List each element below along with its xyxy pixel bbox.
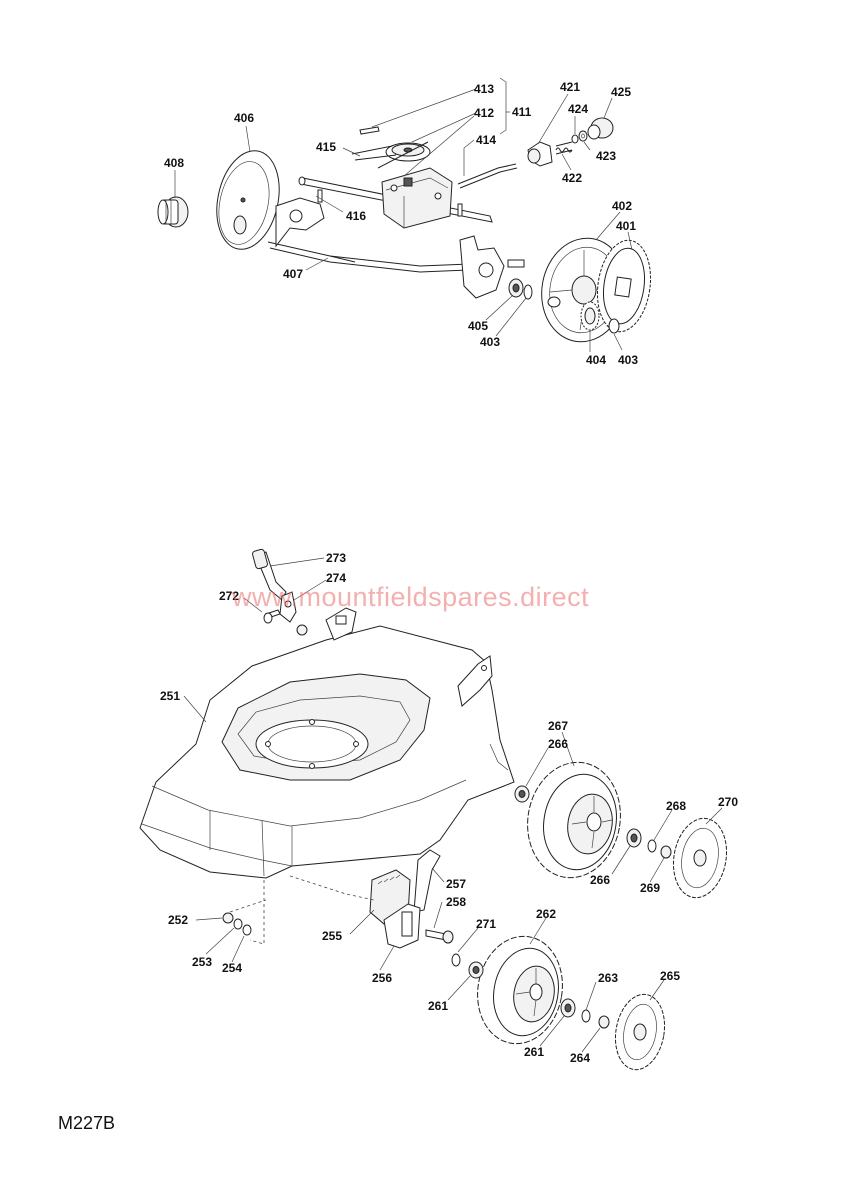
part-262-front-wheel [477, 935, 563, 1045]
label-262: 262 [536, 907, 556, 921]
part-257-adjuster-lever [413, 849, 441, 913]
part-251-mower-deck [139, 607, 515, 879]
part-403-lower-washer [608, 318, 620, 334]
label-273: 273 [326, 551, 346, 565]
part-423-washer [578, 130, 588, 142]
label-407: 407 [283, 267, 303, 281]
label-261-b: 261 [524, 1045, 544, 1059]
lower-dashed-guides [229, 875, 375, 945]
label-404: 404 [586, 353, 606, 367]
part-425-nut-cap [587, 117, 614, 140]
label-254: 254 [222, 961, 242, 975]
part-422-spring [555, 141, 573, 155]
label-261: 261 [428, 999, 448, 1013]
part-401-gear [596, 239, 652, 333]
label-274: 274 [326, 571, 346, 585]
label-258: 258 [446, 895, 466, 909]
part-408-collar [157, 196, 189, 228]
part-266-outer-bushing [626, 828, 642, 848]
part-254-washer [242, 924, 252, 936]
label-405: 405 [468, 319, 488, 333]
part-261-outer-bushing [560, 998, 576, 1018]
label-265: 265 [660, 969, 680, 983]
label-251: 251 [160, 689, 180, 703]
part-261-front-bushing [468, 961, 484, 979]
part-252-nut [222, 912, 234, 924]
label-264: 264 [570, 1051, 590, 1065]
part-274-plate [279, 591, 297, 623]
label-403-b: 403 [618, 353, 638, 367]
label-403: 403 [480, 335, 500, 349]
watermark-text: www.mountfieldspares.direct [232, 582, 590, 612]
label-423: 423 [596, 149, 616, 163]
part-407-axle-rod [267, 241, 471, 273]
label-252: 252 [168, 913, 188, 927]
lower-deck-assembly: 273 274 272 251 267 266 268 270 266 269 … [139, 548, 738, 1071]
label-408: 408 [164, 156, 184, 170]
label-257: 257 [446, 877, 466, 891]
label-266-b: 266 [590, 873, 610, 887]
part-404-pinion [580, 301, 600, 331]
label-414: 414 [476, 133, 496, 147]
label-424: 424 [568, 102, 588, 116]
label-272: 272 [219, 589, 239, 603]
label-253: 253 [192, 955, 212, 969]
part-264-nut [598, 1015, 610, 1029]
part-421-cap [527, 141, 553, 167]
part-273-lever [252, 548, 287, 601]
part-263-washer [581, 1009, 591, 1023]
drawing-code: M227B [58, 1113, 116, 1133]
label-406: 406 [234, 111, 254, 125]
label-270: 270 [718, 795, 738, 809]
label-411: 411 [512, 105, 532, 119]
part-267-rear-wheel [527, 761, 621, 879]
label-402: 402 [612, 199, 632, 213]
label-421: 421 [560, 80, 580, 94]
label-271: 271 [476, 917, 496, 931]
label-266: 266 [548, 737, 568, 751]
label-415: 415 [316, 140, 336, 154]
label-412: 412 [474, 106, 494, 120]
part-269-nut [660, 845, 672, 859]
part-272-nut [296, 624, 308, 636]
label-263: 263 [598, 971, 618, 985]
label-267: 267 [548, 719, 568, 733]
label-422: 422 [562, 171, 582, 185]
label-416: 416 [346, 209, 366, 223]
label-425: 425 [611, 85, 631, 99]
label-268: 268 [666, 799, 686, 813]
part-258-bolt [425, 929, 454, 944]
part-right-bracket [459, 235, 525, 299]
part-424-ring [571, 134, 579, 144]
part-270-hubcap [672, 817, 728, 899]
upper-drive-assembly: 413 412 411 414 415 416 406 408 407 421 … [157, 77, 652, 367]
label-255: 255 [322, 929, 342, 943]
part-gearbox-housing [381, 167, 453, 229]
part-256-bracket [383, 903, 421, 949]
part-266-rear-bushing [514, 785, 530, 803]
part-413-pin [359, 126, 380, 135]
lower-leader-lines [183, 557, 723, 1053]
lower-part-labels: 273 274 272 251 267 266 268 270 266 269 … [160, 551, 738, 1065]
label-413: 413 [474, 82, 494, 96]
part-415-belt [351, 141, 429, 169]
part-left-bracket [275, 197, 325, 248]
part-265-hubcap [614, 993, 666, 1071]
part-414-rod [457, 163, 518, 189]
upper-leader-lines [174, 77, 633, 352]
label-256: 256 [372, 971, 392, 985]
part-405-bushing [508, 278, 524, 298]
label-401: 401 [616, 219, 636, 233]
upper-part-labels: 413 412 411 414 415 416 406 408 407 421 … [164, 80, 638, 367]
part-272-screw [263, 609, 281, 624]
part-268-washer [647, 839, 657, 853]
part-271-washer [451, 953, 461, 967]
part-403-washer [523, 284, 533, 300]
part-406-wheel-guard [216, 150, 280, 250]
part-253-washer [233, 918, 243, 930]
label-269: 269 [640, 881, 660, 895]
